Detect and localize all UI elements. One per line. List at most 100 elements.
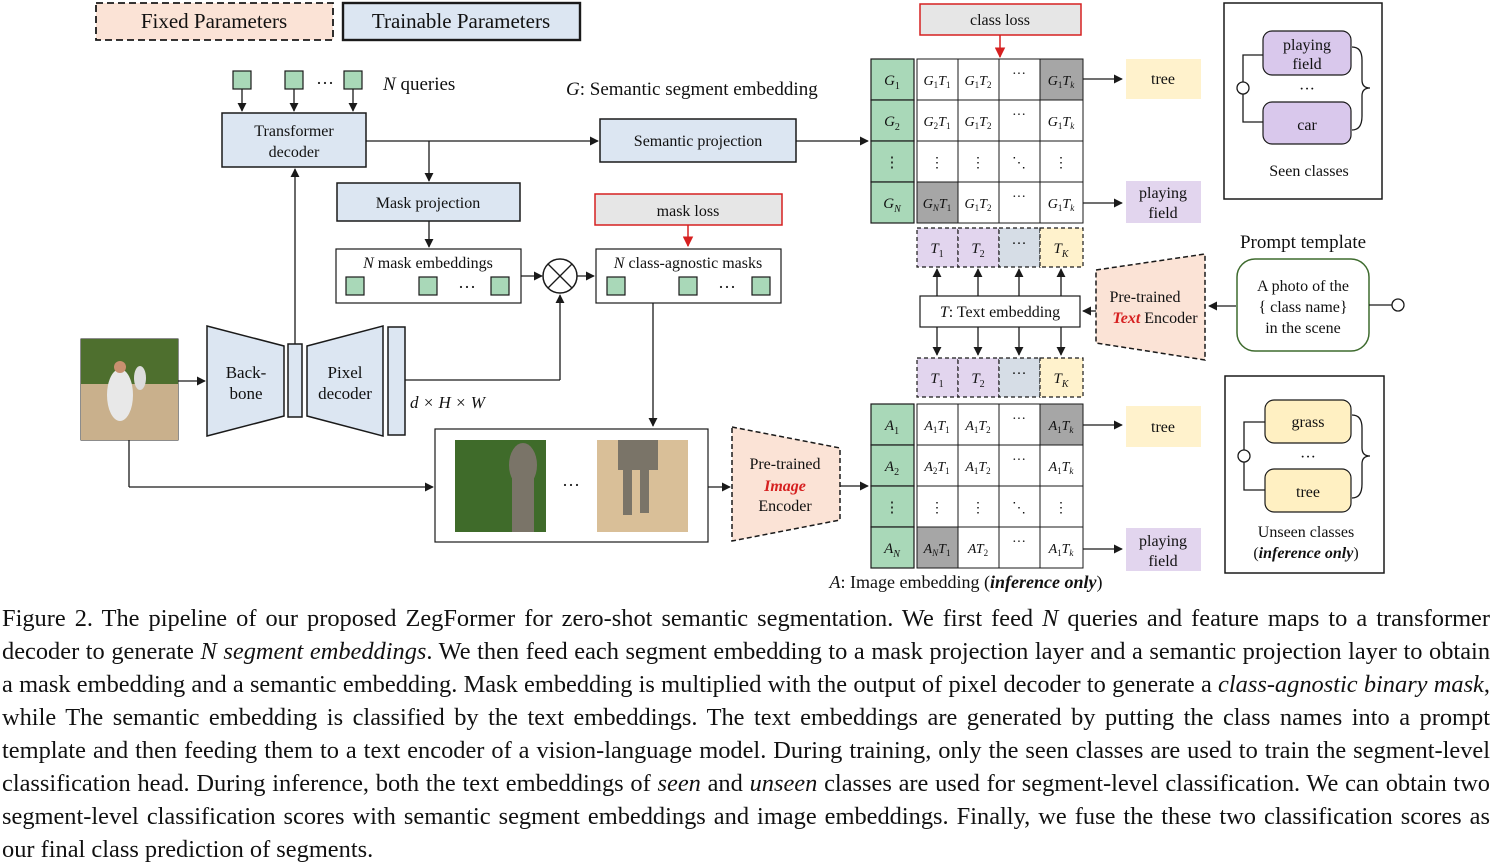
- svg-text:···: ···: [1300, 449, 1316, 466]
- image-encoder-trapezoid: [731, 426, 841, 542]
- svg-text:⋮: ⋮: [930, 156, 944, 171]
- svg-text:⋮: ⋮: [930, 501, 944, 516]
- text-embedding-label: T: Text embedding: [940, 304, 1060, 321]
- top-output-playing-field-label-2: field: [1148, 205, 1177, 222]
- masked-crop-2: [597, 440, 688, 532]
- svg-text:G1Tk: G1Tk: [1048, 115, 1075, 131]
- class-loss-label: class loss: [970, 12, 1030, 29]
- bottom-matrix: A1 A2 ⋮ AN A1T1 A1T2 ··· A1Tk A2T1 A1T2 …: [870, 403, 1084, 569]
- pixel-decoder-label-2: decoder: [318, 384, 372, 403]
- bottom-output-tree: [1126, 406, 1201, 447]
- seen-class-playing-field-1: playing: [1283, 37, 1331, 54]
- svg-text:G1Tk: G1Tk: [1048, 197, 1075, 213]
- text-tokens-bottom: T1 T2 ··· TK: [916, 357, 1084, 398]
- g-embedding-title: G: Semantic segment embedding: [566, 79, 818, 100]
- svg-text:G1T2: G1T2: [965, 115, 992, 131]
- unseen-class-grass: [1264, 399, 1352, 444]
- svg-text:···: ···: [1299, 81, 1315, 98]
- prompt-line-2: { class name}: [1258, 299, 1347, 316]
- query-squares: ···: [232, 70, 363, 112]
- svg-text:AT2: AT2: [967, 542, 988, 558]
- image-encoder-label-1: Pre-trained: [749, 456, 820, 473]
- unseen-classes-title: Unseen classes: [1258, 524, 1354, 541]
- prompt-template-title: Prompt template: [1240, 232, 1366, 253]
- pipeline-diagram: Fixed Parameters Trainable Parameters ··…: [80, 1, 1405, 593]
- multiply-icon: [542, 258, 578, 294]
- svg-text:···: ···: [1012, 366, 1027, 382]
- backbone-label-1: Back-: [226, 363, 267, 382]
- bottom-output-playing-field-label-2: field: [1148, 553, 1177, 570]
- transformer-decoder-label-1: Transformer: [254, 123, 334, 140]
- mask-loss-box: [594, 193, 783, 226]
- svg-text:A1Tk: A1Tk: [1048, 460, 1075, 476]
- mask-loss-label: mask loss: [657, 203, 720, 220]
- unseen-class-grass-label: grass: [1292, 414, 1325, 431]
- svg-text:G2T1: G2T1: [924, 115, 951, 131]
- mask-embeddings-label: N mask embeddings: [362, 255, 493, 272]
- top-output-playing-field: [1126, 181, 1201, 223]
- figure-caption: Figure 2. The pipeline of our proposed Z…: [2, 605, 1491, 863]
- svg-text:···: ···: [1012, 453, 1026, 468]
- text-encoder-trapezoid: [1095, 253, 1206, 361]
- svg-text:⋮: ⋮: [1054, 156, 1068, 171]
- legend-trainable-label: Trainable Parameters: [372, 9, 550, 33]
- svg-text:···: ···: [718, 277, 736, 297]
- text-embedding-box: [919, 295, 1081, 328]
- svg-text:G1T2: G1T2: [965, 74, 992, 90]
- queries-label: N queries: [382, 74, 455, 95]
- seen-class-playing-field-2: field: [1292, 56, 1321, 73]
- text-encoder-label-2: Text Encoder: [1112, 310, 1198, 327]
- svg-text:···: ···: [1012, 67, 1026, 82]
- svg-text:···: ···: [1012, 190, 1026, 205]
- svg-text:A1Tk: A1Tk: [1048, 542, 1075, 558]
- svg-text:···: ···: [562, 475, 580, 495]
- svg-text:G1Tk: G1Tk: [1048, 74, 1075, 90]
- bottom-output-playing-field-label-1: playing: [1139, 533, 1187, 550]
- svg-text:G1T1: G1T1: [924, 74, 951, 90]
- svg-text:G1T2: G1T2: [965, 197, 992, 213]
- legend-trainable-box: [341, 1, 582, 42]
- legend-fixed-box: [95, 2, 334, 41]
- caption-figure-number: Figure 2.: [2, 605, 93, 632]
- prompt-line-3: in the scene: [1265, 320, 1341, 337]
- image-encoder-label-2: Image: [763, 478, 806, 495]
- top-output-tree-label: tree: [1151, 71, 1175, 88]
- semantic-projection-box: [599, 118, 797, 163]
- bottom-output-playing-field: [1126, 528, 1201, 571]
- pixel-decoder-trapezoid: [306, 325, 384, 437]
- input-image: [80, 338, 179, 441]
- unseen-class-tree: [1264, 468, 1352, 513]
- svg-text:A1T2: A1T2: [964, 460, 990, 476]
- svg-text:GNT1: GNT1: [923, 197, 951, 213]
- image-encoder-label-3: Encoder: [758, 498, 812, 515]
- seen-class-car: [1262, 101, 1352, 145]
- svg-text:⋱: ⋱: [1012, 156, 1026, 171]
- svg-text:···: ···: [1012, 535, 1026, 550]
- svg-text:···: ···: [458, 277, 476, 297]
- svg-text:ANT1: ANT1: [923, 542, 951, 558]
- svg-text:⋮: ⋮: [971, 156, 985, 171]
- transformer-decoder-label-2: decoder: [269, 144, 320, 161]
- class-agnostic-masks-label: N class-agnostic masks: [613, 255, 762, 272]
- svg-text:···: ···: [1012, 412, 1026, 427]
- bottom-output-tree-label: tree: [1151, 419, 1175, 436]
- svg-text:⋮: ⋮: [885, 500, 900, 516]
- mask-projection-label: Mask projection: [376, 195, 480, 212]
- unseen-classes-subtitle: (inference only): [1253, 545, 1358, 562]
- svg-text:A1T1: A1T1: [923, 419, 949, 435]
- semantic-projection-label: Semantic projection: [634, 133, 762, 150]
- svg-text:A2T1: A2T1: [923, 460, 949, 476]
- text-encoder-label-1: Pre-trained: [1109, 289, 1180, 306]
- svg-text:⋮: ⋮: [1054, 501, 1068, 516]
- a-embedding-title: A: Image embedding (inference only): [829, 572, 1103, 593]
- svg-text:⋱: ⋱: [1012, 501, 1026, 516]
- top-output-tree: [1126, 59, 1201, 99]
- seen-class-car-label: car: [1297, 117, 1317, 134]
- svg-text:A1T2: A1T2: [964, 419, 990, 435]
- svg-text:⋮: ⋮: [885, 155, 900, 171]
- svg-text:···: ···: [316, 73, 334, 93]
- backbone-label-2: bone: [229, 384, 262, 403]
- transformer-decoder-box: [221, 112, 367, 168]
- top-matrix: G1 G2 ⋮ GN G1T1 G1T2 ··· G1Tk G2T1 G1T2 …: [870, 58, 1084, 224]
- backbone-trapezoid: [206, 325, 285, 437]
